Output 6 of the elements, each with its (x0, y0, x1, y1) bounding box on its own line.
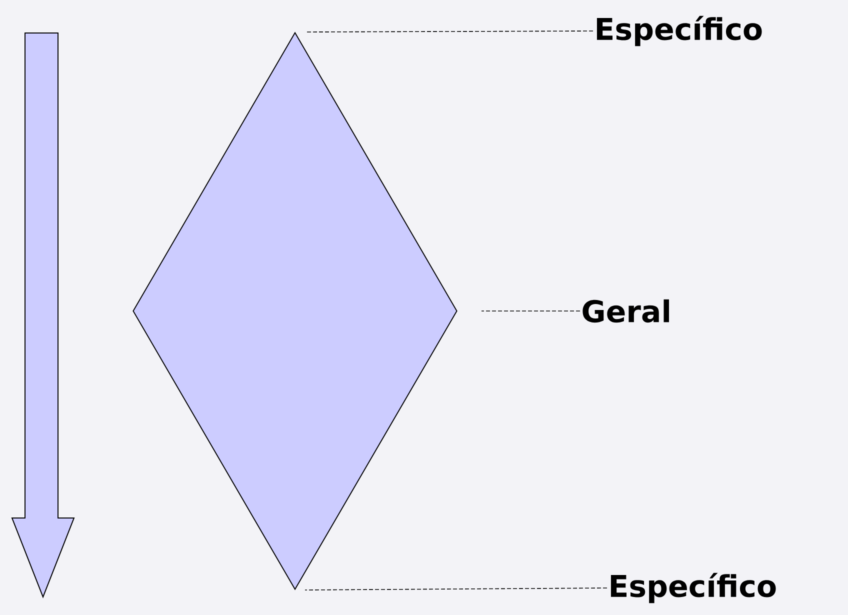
leader-line (481, 310, 580, 312)
label-text: Específico (596, 16, 762, 46)
leader-line (304, 588, 608, 590)
leader-line (304, 30, 594, 32)
label-text: Geral (582, 299, 669, 323)
label-text: Específico (610, 572, 776, 604)
